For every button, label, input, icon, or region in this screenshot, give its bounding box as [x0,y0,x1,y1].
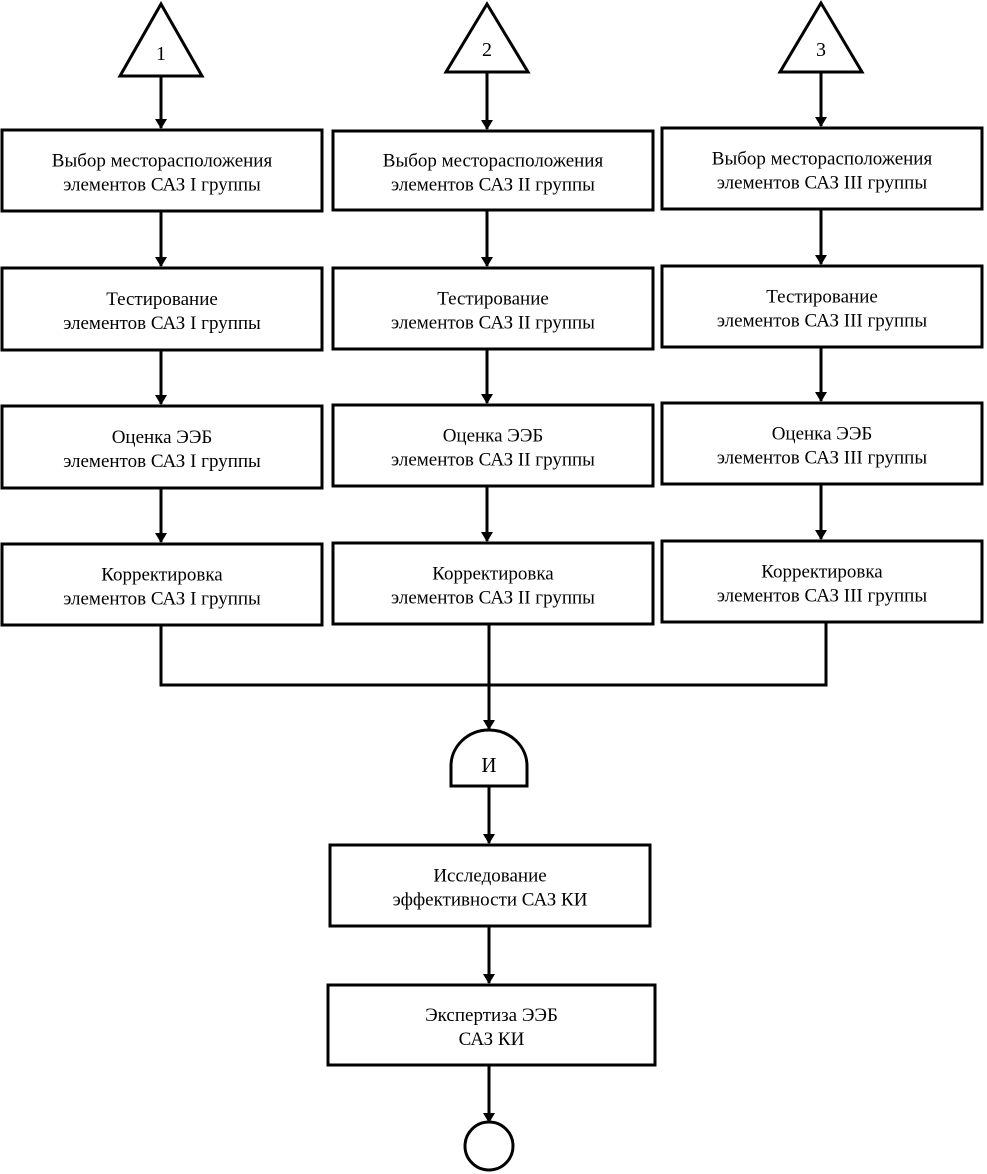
triangle-shape [443,1,531,74]
box-frame [660,264,984,349]
process-box-col2-3: Оценка ЭЭБ элементов САЗ II группы [331,403,655,488]
process-box-col3-2: Тестирование элементов САЗ III группы [660,264,984,349]
start-label: 2 [482,39,492,61]
start-label: 3 [816,39,826,61]
process-box-col2-4: Корректировка элементов САЗ II группы [331,541,655,626]
triangle-shape [117,0,205,78]
process-box-col2-1: Выбор месторасположения элементов САЗ II … [331,129,655,212]
box-text-line-2: элементов САЗ I группы [63,451,261,472]
process-box-research: Исследование эффективности САЗ КИ [328,843,652,928]
box-text-line-2: эффективности САЗ КИ [393,890,588,911]
and-gate: И [449,728,529,788]
box-text-line-1: Экспертиза ЭЭБ [425,1005,558,1026]
process-box-col3-1: Выбор месторасположения элементов САЗ III… [660,126,984,211]
box-frame [660,539,984,624]
process-box-col2-2: Тестирование элементов САЗ II группы [331,266,655,351]
box-frame [326,983,657,1067]
box-frame [660,401,984,486]
box-text-line-2: элементов САЗ I группы [63,313,261,334]
box-text-line-1: Оценка ЭЭБ [772,424,873,445]
process-box-col1-4: Корректировка элементов САЗ I группы [0,542,324,627]
box-frame [331,541,655,626]
box-text-line-1: Выбор месторасположения [712,149,933,170]
box-text-line-2: элементов САЗ III группы [717,586,927,607]
box-text-line-1: Тестирование [437,289,549,310]
box-text-line-2: элементов САЗ I группы [63,175,261,196]
box-text-line-2: элементов САЗ II группы [391,588,595,609]
box-text-line-2: элементов САЗ II группы [391,450,595,471]
box-frame [331,129,655,212]
box-frame [331,403,655,488]
process-box-col1-2: Тестирование элементов САЗ I группы [0,266,324,352]
box-text-line-1: Корректировка [432,564,554,585]
end-circle [463,1120,515,1172]
and-gate-shape [449,728,529,788]
box-frame [328,843,652,928]
process-box-expertise: Экспертиза ЭЭБ САЗ КИ [326,983,657,1067]
box-text-line-2: элементов САЗ III группы [717,311,927,332]
box-frame [0,128,324,213]
box-text-line-2: САЗ КИ [459,1029,525,1050]
box-frame [0,542,324,627]
box-frame [0,404,324,490]
box-text-line-1: Выбор месторасположения [383,151,604,172]
box-frame [660,126,984,211]
process-box-col3-3: Оценка ЭЭБ элементов САЗ III группы [660,401,984,486]
box-text-line-2: элементов САЗ III группы [717,173,927,194]
box-text-line-2: элементов САЗ II группы [391,175,595,196]
box-text-line-1: Исследование [433,866,546,887]
box-text-line-1: Тестирование [766,287,878,308]
box-text-line-1: Выбор месторасположения [52,151,273,172]
start-label: 1 [156,43,166,65]
box-text-line-1: Тестирование [106,289,218,310]
box-frame [331,266,655,351]
box-text-line-2: элементов САЗ III группы [717,448,927,469]
process-box-col3-4: Корректировка элементов САЗ III группы [660,539,984,624]
triangle-shape [777,0,865,74]
and-gate-label: И [481,753,496,777]
box-text-line-1: Корректировка [761,562,883,583]
process-box-col1-1: Выбор месторасположения элементов САЗ I г… [0,128,324,213]
box-frame [0,266,324,352]
process-box-col1-3: Оценка ЭЭБ элементов САЗ I группы [0,404,324,490]
box-text-line-1: Оценка ЭЭБ [443,426,544,447]
box-text-line-1: Корректировка [101,565,223,586]
start-triangle-1: 1 [117,0,205,78]
box-text-line-1: Оценка ЭЭБ [112,427,213,448]
box-text-line-2: элементов САЗ I группы [63,589,261,610]
start-triangle-3: 3 [777,0,865,74]
connector-lines [155,72,828,1123]
start-triangle-2: 2 [443,1,531,74]
box-text-line-2: элементов САЗ II группы [391,313,595,334]
